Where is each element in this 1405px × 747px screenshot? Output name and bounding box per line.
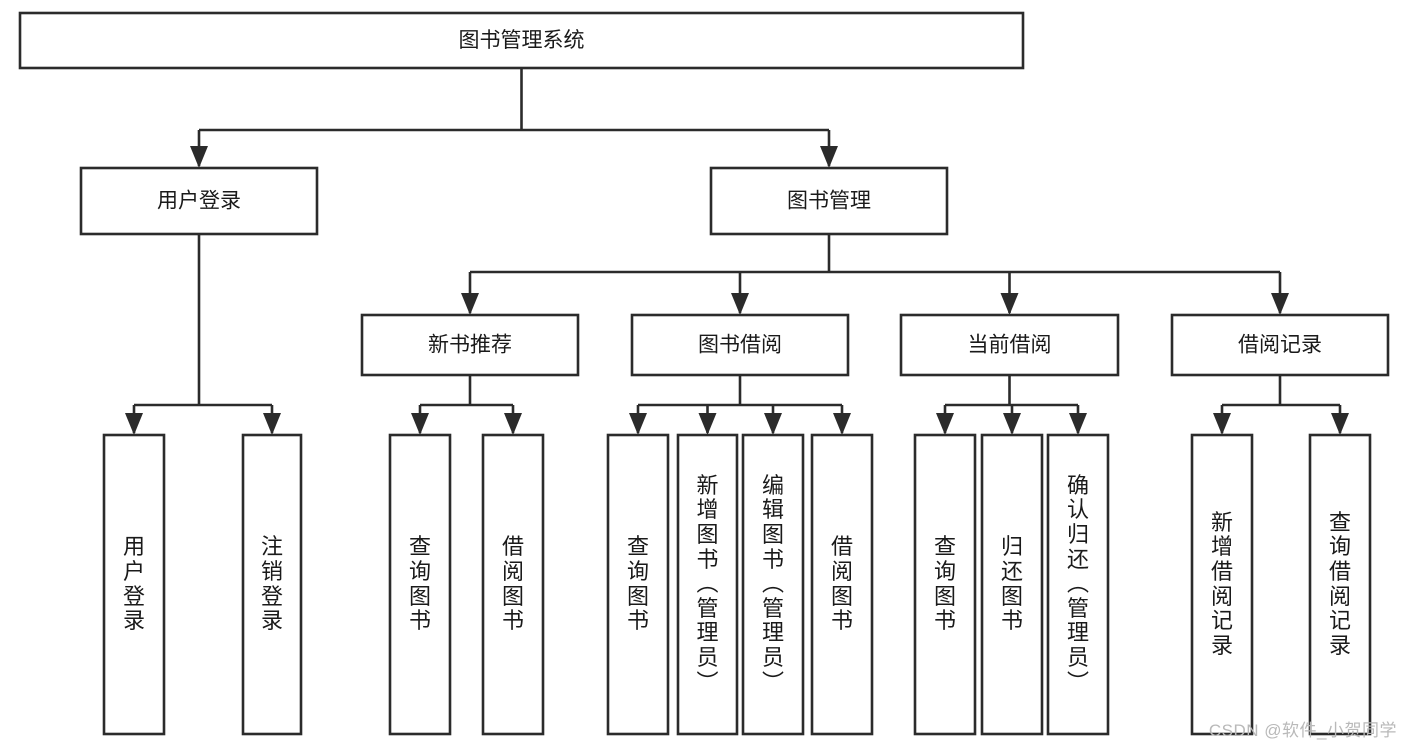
arrow-l3-0 bbox=[461, 293, 479, 315]
node-l2-label-0: 用户登录 bbox=[157, 190, 241, 213]
node-leaf-9[interactable] bbox=[980, 433, 1044, 736]
node-l2-0[interactable] bbox=[79, 166, 319, 236]
node-l3-label-0: 新书推荐 bbox=[428, 334, 512, 357]
node-root-label: 图书管理系统 bbox=[459, 29, 585, 52]
node-l2-1[interactable] bbox=[709, 166, 949, 236]
node-leaf-8[interactable] bbox=[913, 433, 977, 736]
arrow-l2-0 bbox=[190, 146, 208, 168]
arrow-leaf-11 bbox=[1213, 413, 1231, 435]
node-l3-label-1: 图书借阅 bbox=[698, 334, 782, 357]
connector-layer bbox=[125, 68, 1349, 435]
node-l3-label-2: 当前借阅 bbox=[968, 334, 1052, 357]
node-leaf-6[interactable] bbox=[741, 433, 805, 736]
node-leaf-12[interactable] bbox=[1308, 433, 1372, 736]
node-leaf-2[interactable] bbox=[388, 433, 452, 736]
node-l3-label-3: 借阅记录 bbox=[1238, 334, 1322, 357]
node-l3-2[interactable] bbox=[899, 313, 1120, 377]
arrow-leaf-7 bbox=[833, 413, 851, 435]
node-leaf-5[interactable] bbox=[676, 433, 739, 736]
arrow-l3-1 bbox=[731, 293, 749, 315]
arrow-leaf-10 bbox=[1069, 413, 1087, 435]
box-layer bbox=[18, 11, 1390, 736]
arrow-leaf-9 bbox=[1003, 413, 1021, 435]
arrow-leaf-0 bbox=[125, 413, 143, 435]
node-leaf-7[interactable] bbox=[810, 433, 874, 736]
node-leaf-1[interactable] bbox=[241, 433, 303, 736]
node-l3-0[interactable] bbox=[360, 313, 580, 377]
arrow-leaf-5 bbox=[698, 413, 717, 435]
node-leaf-4[interactable] bbox=[606, 433, 670, 736]
node-root[interactable] bbox=[18, 11, 1025, 70]
node-leaf-10[interactable] bbox=[1046, 433, 1110, 736]
arrow-leaf-1 bbox=[263, 413, 281, 435]
node-leaf-3[interactable] bbox=[481, 433, 545, 736]
node-leaf-0[interactable] bbox=[102, 433, 166, 736]
arrow-l3-3 bbox=[1271, 293, 1289, 315]
csdn-watermark: CSDN @软件_小贺同学 bbox=[1208, 721, 1397, 740]
node-l2-label-1: 图书管理 bbox=[787, 190, 871, 213]
arrow-leaf-12 bbox=[1331, 413, 1349, 435]
arrow-leaf-2 bbox=[411, 413, 429, 435]
arrow-leaf-8 bbox=[936, 413, 954, 435]
node-l3-1[interactable] bbox=[630, 313, 850, 377]
node-l3-3[interactable] bbox=[1170, 313, 1390, 377]
arrow-leaf-3 bbox=[504, 413, 522, 435]
arrow-l2-1 bbox=[820, 146, 838, 168]
node-leaf-11[interactable] bbox=[1190, 433, 1254, 736]
arrow-l3-2 bbox=[1000, 293, 1019, 315]
arrow-leaf-6 bbox=[764, 413, 782, 435]
arrow-leaf-4 bbox=[629, 413, 647, 435]
